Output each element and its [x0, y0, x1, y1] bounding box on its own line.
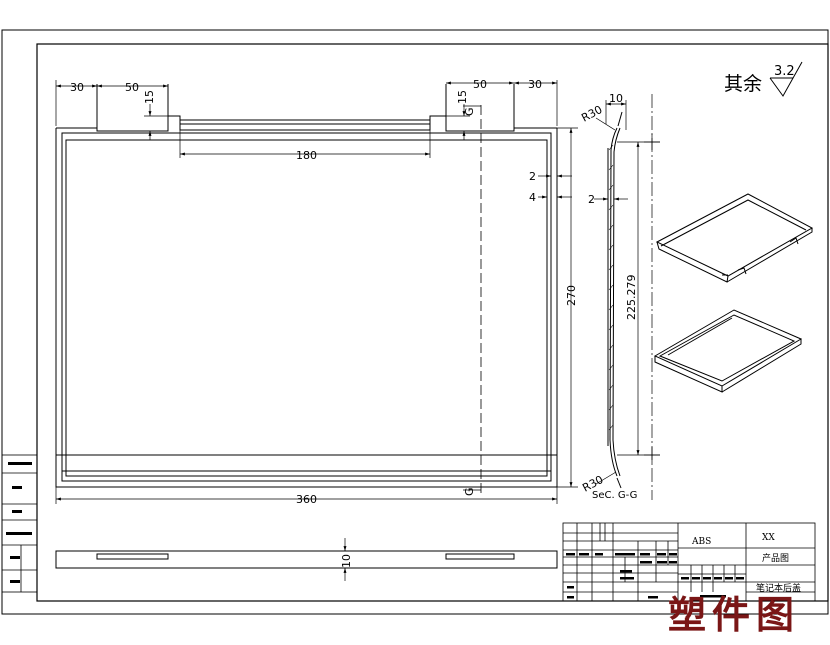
dim-sec-2: 2 [588, 193, 595, 206]
dim-sec-10: 10 [609, 92, 623, 105]
roughness-symbol [769, 61, 803, 97]
section-view [607, 111, 623, 489]
dim-2-wall: 2 [529, 170, 536, 183]
roughness-value: 3.2 [774, 64, 795, 79]
title-block [562, 522, 816, 602]
left-side-table [1, 454, 38, 593]
dim-sec-225: 225.279 [625, 275, 638, 321]
title-block-material: ABS [691, 537, 711, 547]
inner-border [36, 43, 829, 602]
dim-bottom-10: 10 [340, 554, 353, 568]
section-marker-bottom: G [463, 487, 476, 496]
dim-30-right: 30 [528, 78, 542, 91]
section-label: SeC. G-G [592, 490, 637, 501]
dim-15-right: 15 [456, 90, 469, 104]
title-block-drawing-type: 产品图 [762, 552, 789, 564]
title-block-part-name: 笔记本后盖 [756, 582, 801, 594]
dim-180: 180 [296, 149, 317, 162]
dim-270: 270 [565, 285, 578, 306]
section-marker-top: G [463, 107, 476, 116]
front-view [55, 84, 558, 488]
roughness-label: 其余 [724, 73, 762, 95]
dim-50-left: 50 [125, 81, 139, 94]
dim-50-right: 50 [473, 78, 487, 91]
isometric-view-bottom [653, 309, 803, 393]
title-block-fine-print [566, 553, 744, 599]
dim-360: 360 [296, 493, 317, 506]
drawing-type-stamp: 塑件图 [668, 592, 800, 637]
side-view-bottom [55, 550, 558, 569]
dim-30-left: 30 [70, 81, 84, 94]
outer-border [1, 29, 829, 615]
dim-15-left: 15 [143, 90, 156, 104]
title-block-company: XX [762, 533, 775, 543]
dim-4-wall: 4 [529, 191, 536, 204]
isometric-view-top [655, 193, 814, 283]
